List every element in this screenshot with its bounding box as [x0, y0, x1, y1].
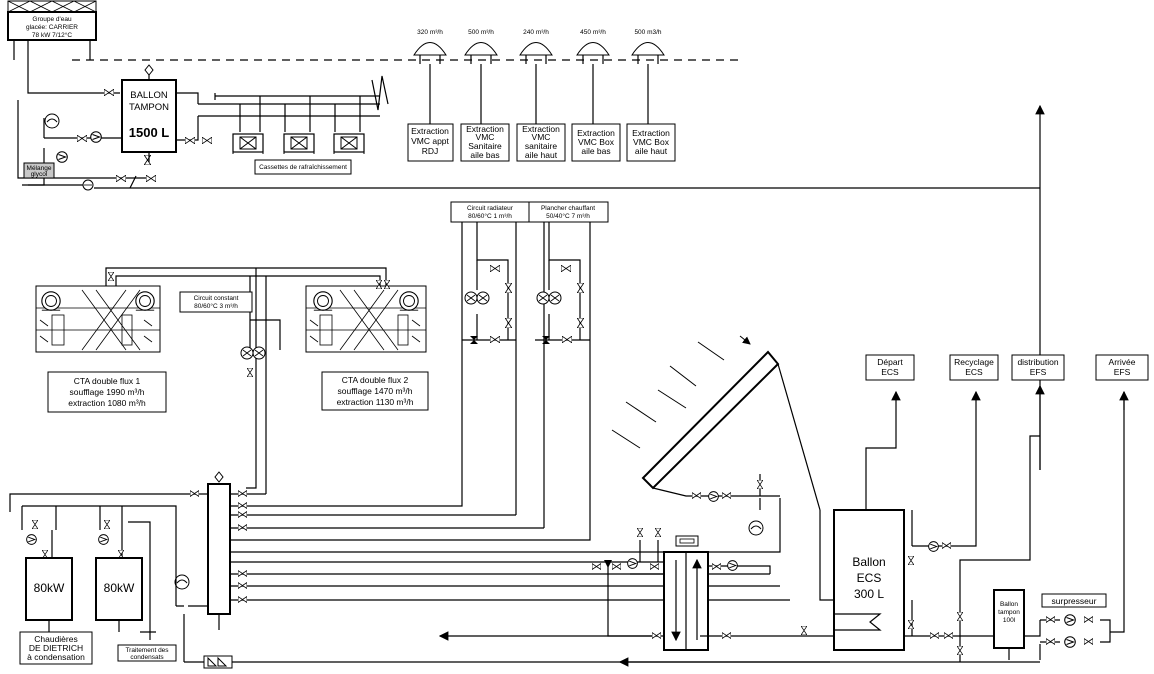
glycol-mix-box: Mélange glycol: [23, 162, 55, 179]
ecs-pipes: [300, 540, 834, 667]
buffer-tank: BALLON TAMPON 1500 L: [121, 64, 177, 162]
booster-label: surpresseur: [1052, 596, 1097, 606]
heat-exchanger: [663, 535, 709, 651]
vmc-ext-3-l2: VMC: [532, 132, 551, 142]
vmc-flow-2: 500 m³/h: [468, 29, 494, 36]
vmc-ext-5-l3: aile haut: [635, 146, 668, 156]
outlet-arrivee-l1: Arrivée: [1109, 357, 1136, 367]
floor-heating-l1: Plancher chauffant: [541, 205, 595, 212]
radiator-circuit-l2: 80/60°C 1 m³/h: [468, 212, 512, 220]
chiller-unit: Groupe d'eau glacée: CARRIER 78 kW 7/12°…: [7, 0, 97, 60]
boilers-label-2: DE DIETRICH: [29, 643, 83, 653]
small-tank-l2: tampon: [998, 609, 1020, 616]
floor-heating-l2: 50/40°C 7 m³/h: [546, 212, 590, 220]
vmc-ext-1-l3: RDJ: [422, 146, 439, 156]
chilled-water-pipes: [17, 40, 389, 186]
cassettes-label: Cassettes de rafraîchissement: [259, 164, 347, 171]
vmc-ext-3-l3: sanitaire: [525, 141, 557, 151]
dhw-tank: [819, 509, 905, 651]
cta1-l2: soufflage 1990 m³/h: [70, 387, 145, 397]
vmc-ext-4-l3: aile bas: [581, 146, 610, 156]
cta2-l3: extraction 1130 m³/h: [337, 397, 414, 407]
constant-circuit-l1: Circuit constant: [194, 295, 239, 302]
dhw-tank-l3: 300 L: [854, 587, 884, 601]
vmc-flow-4: 450 m³/h: [580, 29, 606, 36]
vmc-ext-2-l4: aile bas: [470, 150, 499, 160]
solar-panel: [611, 335, 780, 490]
boilers-label-1: Chaudières: [34, 634, 77, 644]
glycol-label-1: Mélange: [27, 165, 52, 172]
outlet-recyclage-l1: Recyclage: [954, 357, 994, 367]
dhw-tank-l2: ECS: [857, 571, 882, 585]
cta1-l1: CTA double flux 1: [74, 376, 141, 386]
collector: [207, 471, 231, 630]
booster-group: [1041, 593, 1107, 608]
cta2-l2: soufflage 1470 m³/h: [338, 386, 413, 396]
vmc-ext-2-l3: Sanitaire: [468, 141, 502, 151]
boiler-1: [25, 557, 73, 621]
cassette-3: [333, 133, 365, 154]
buffer-tank-line-1: BALLON: [130, 90, 168, 101]
outlet-depart-l1: Départ: [877, 357, 903, 367]
constant-circuit-l2: 80/60°C 3 m³/h: [194, 302, 238, 310]
cassette-2: [283, 133, 315, 154]
chiller-label-3: 78 kW 7/12°C: [32, 31, 72, 39]
vmc-flow-1: 320 m³/h: [417, 29, 443, 36]
outlet-distribution-l1: distribution: [1017, 357, 1058, 367]
small-tank-l3: 100l: [1003, 617, 1016, 624]
chiller-label-1: Groupe d'eau: [32, 16, 72, 23]
dhw-tank-l1: Ballon: [852, 555, 885, 569]
small-buffer-tank: [993, 589, 1025, 660]
cassette-1: [232, 133, 264, 154]
vmc-ext-1-l2: VMC appt: [411, 136, 449, 146]
glycol-label-2: glycol: [31, 171, 48, 178]
buffer-tank-capacity: 1500 L: [129, 125, 170, 140]
vmc-ext-4-l1: Extraction: [577, 128, 615, 138]
outlet-recyclage-l2: ECS: [965, 367, 983, 377]
vmc-ext-5-l2: VMC Box: [633, 137, 670, 147]
condensate-label-2: condensats: [130, 654, 164, 661]
boiler-2-power: 80kW: [104, 581, 135, 595]
buffer-tank-line-2: TAMPON: [129, 102, 169, 113]
cta2-l1: CTA double flux 2: [342, 375, 409, 385]
outlet-distribution-l2: EFS: [1030, 367, 1047, 377]
radiator-circuit-l1: Circuit radiateur: [467, 205, 514, 212]
vmc-flow-3: 240 m³/h: [523, 29, 549, 36]
small-tank-l1: Ballon: [1000, 601, 1018, 608]
chiller-label-2: glacée: CARRIER: [26, 24, 78, 31]
boiler-pipes: [9, 493, 1040, 663]
condensate-label-1: Traitement des: [125, 647, 169, 654]
vmc-ext-2-l1: Extraction: [466, 124, 504, 134]
boilers-label-3: à condensation: [27, 652, 85, 662]
heating-circuit-boxes: [450, 201, 609, 223]
vmc-flow-5: 500 m3/h: [634, 29, 661, 36]
cta1-l3: extraction 1080 m³/h: [68, 398, 146, 408]
boiler-1-power: 80kW: [34, 581, 65, 595]
vmc-ext-3-l1: Extraction: [522, 124, 560, 134]
outlet-depart-l2: ECS: [881, 367, 899, 377]
vmc-ext-5-l1: Extraction: [632, 128, 670, 138]
vmc-section: [407, 42, 676, 162]
outlet-arrivee-l2: EFS: [1114, 367, 1131, 377]
vmc-ext-1-l1: Extraction: [411, 126, 449, 136]
collector-pipes: [188, 340, 790, 607]
heating-circuit-pipes: [461, 222, 591, 528]
vmc-ext-2-l2: VMC: [476, 132, 495, 142]
vmc-ext-4-l2: VMC Box: [578, 137, 615, 147]
vmc-ext-3-l4: aile haut: [525, 150, 558, 160]
outlet-boxes: [865, 354, 1149, 381]
